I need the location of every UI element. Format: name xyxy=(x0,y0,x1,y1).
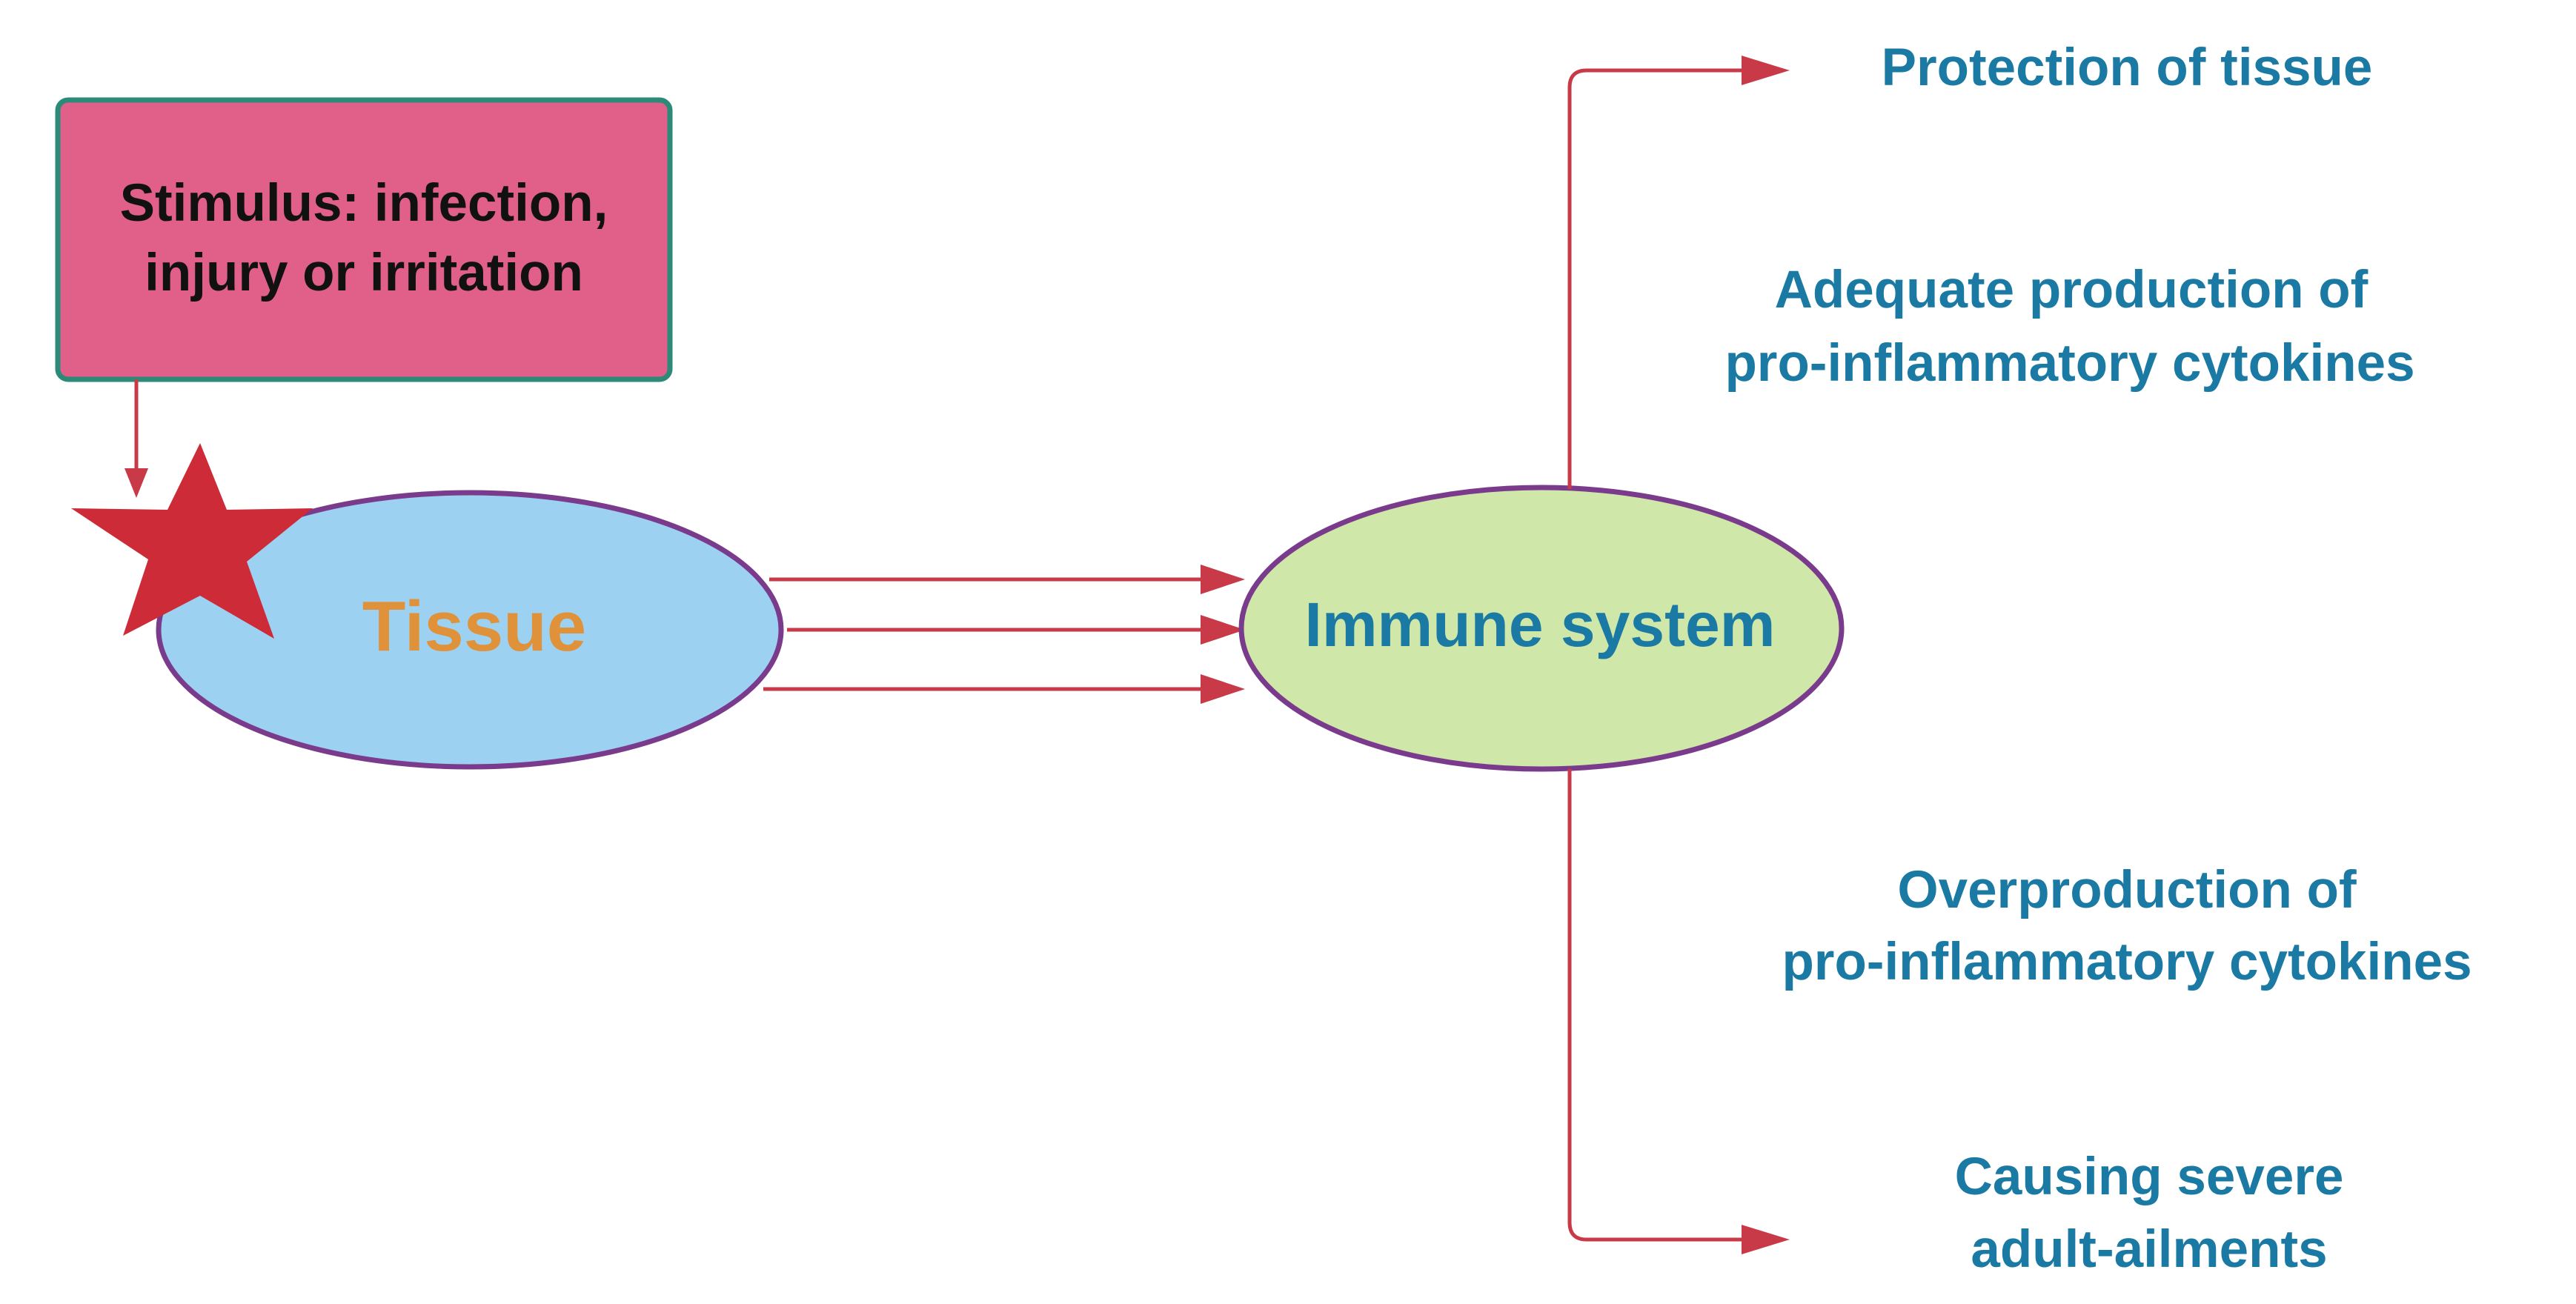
upper-branch-arrow xyxy=(1567,56,1790,489)
lower-branch-arrow xyxy=(1567,769,1790,1254)
outcome-overproduction-line2: pro-inflammatory cytokines xyxy=(1782,933,2472,991)
tissue-ellipse xyxy=(156,490,784,770)
signal-arrow-middle xyxy=(787,615,1245,645)
outcome-ailments-line2: adult-ailments xyxy=(1971,1220,2327,1279)
outcome-overproduction-line1: Overproduction of xyxy=(1897,861,2357,919)
injury-star-icon xyxy=(71,443,313,639)
stimulus-arrow xyxy=(125,379,148,498)
outcome-ailments-line1: Causing severe xyxy=(1955,1148,2344,1206)
outcome-adequate-line1: Adequate production of xyxy=(1775,261,2368,319)
immune-system-label: Immune system xyxy=(1305,590,1776,659)
outcome-adequate-line2: pro-inflammatory cytokines xyxy=(1724,334,2414,393)
tissue-label: Tissue xyxy=(362,587,586,666)
signal-arrow-bottom xyxy=(763,674,1245,704)
stimulus-text-line2: injury or irritation xyxy=(145,244,583,302)
immune-system-node: Immune system xyxy=(1238,485,1845,772)
tissue-node: Tissue xyxy=(156,490,784,770)
stimulus-box: Stimulus: infection, injury or irritatio… xyxy=(55,97,673,382)
signal-arrows xyxy=(763,565,1245,704)
immune-system-ellipse xyxy=(1238,485,1845,772)
stimulus-box-shape xyxy=(55,97,673,382)
outcome-protection: Protection of tissue xyxy=(1882,39,2373,97)
signal-arrow-top xyxy=(769,565,1245,594)
stimulus-text-line1: Stimulus: infection, xyxy=(120,174,608,233)
